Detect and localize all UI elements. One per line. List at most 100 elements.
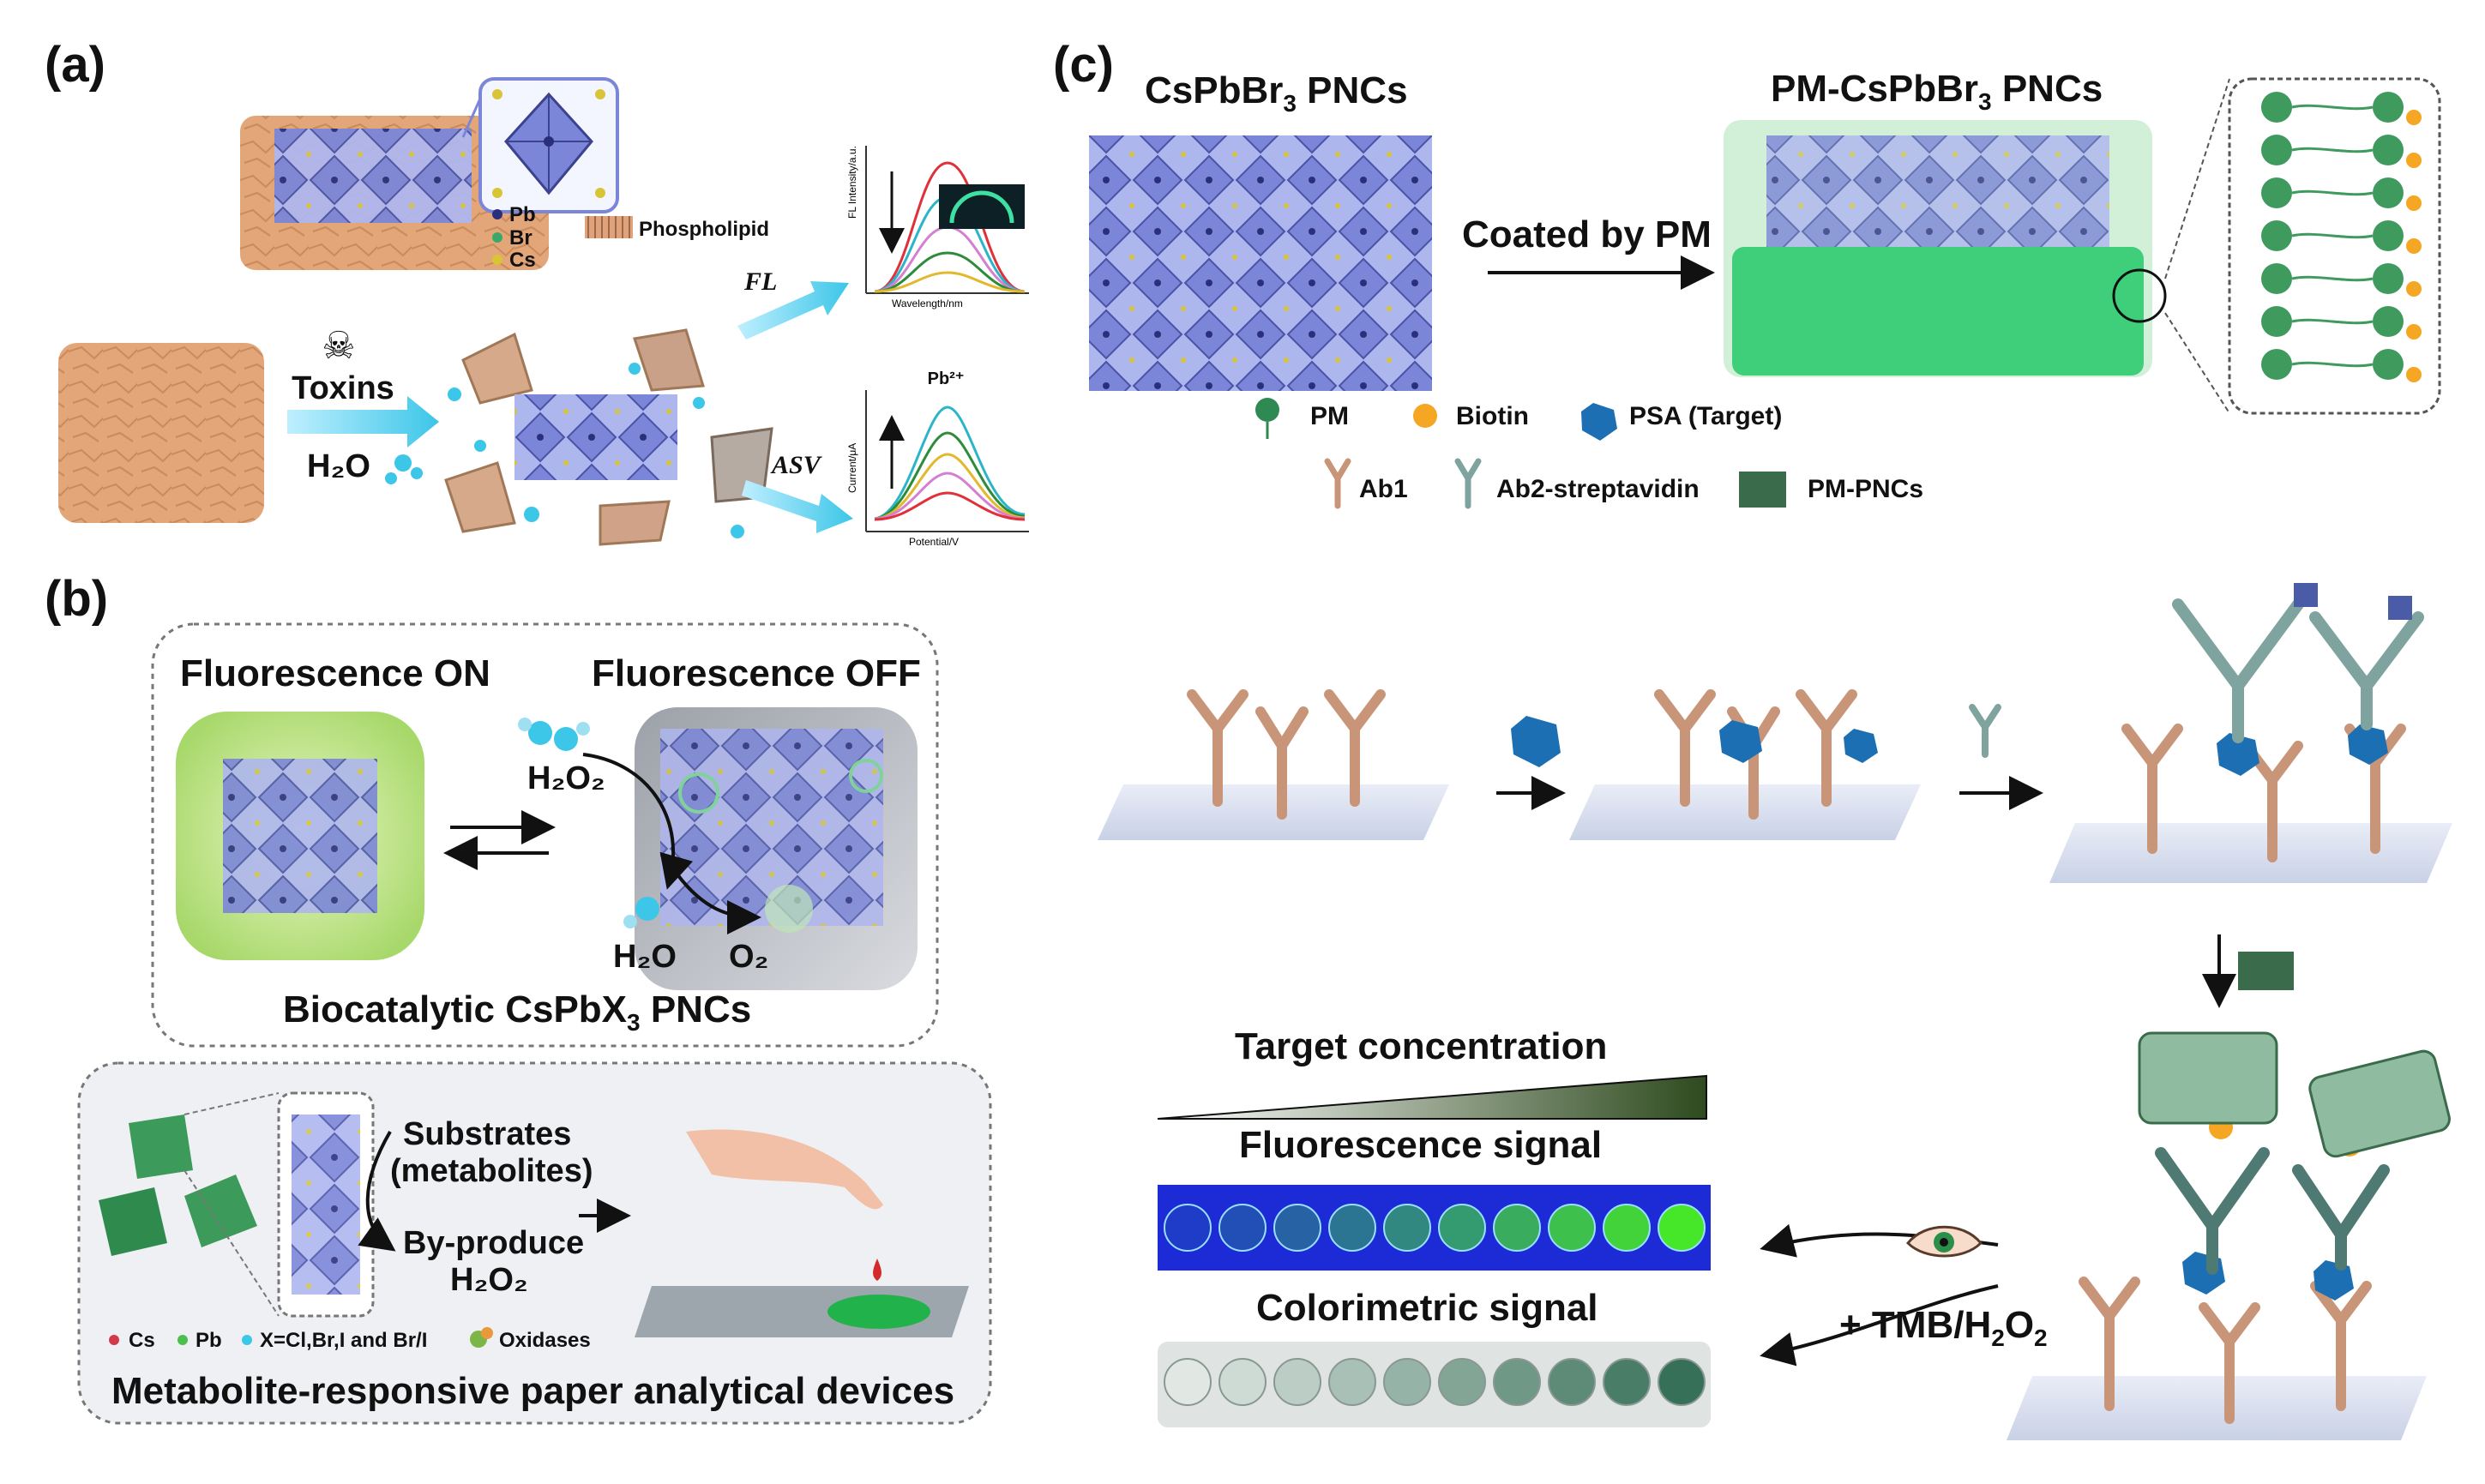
colorimetric-well — [1383, 1358, 1431, 1406]
pb-ion-label: Pb²⁺ — [928, 369, 965, 388]
fl-xlabel: Wavelength/nm — [892, 297, 963, 309]
fluorescence-wells — [1164, 1204, 1706, 1252]
fluorescence-well — [1603, 1204, 1651, 1252]
concentration-wedge — [1157, 1074, 1707, 1120]
lipid-head — [2373, 220, 2404, 251]
lipid-tail — [2291, 147, 2374, 153]
asv-plot: Pb²⁺ Current/μA Potential/V — [846, 369, 1029, 548]
lipid-head — [2261, 92, 2292, 123]
pm-pncs-icon — [1739, 472, 1786, 508]
lipid-head — [2261, 177, 2292, 208]
fluorescence-well — [1164, 1204, 1212, 1252]
h2o-molecule: H₂O — [613, 897, 677, 975]
legend-pm: PM — [1310, 402, 1349, 430]
legend-cs: Cs — [509, 249, 536, 272]
colorimetric-well — [1328, 1358, 1376, 1406]
lipid-tail — [2291, 104, 2374, 111]
assay-step-1 — [1098, 689, 1449, 840]
fluorescence-well — [1493, 1204, 1541, 1252]
lipid-head — [2373, 177, 2404, 208]
o2-label: O₂ — [729, 939, 768, 975]
skull-icon: ☠ — [322, 325, 355, 367]
ab2-icon — [1454, 458, 1482, 509]
asv-xlabel: Potential/V — [909, 536, 959, 548]
lipid-head — [2373, 135, 2404, 165]
fluorescence-well — [1438, 1204, 1486, 1252]
paper-device-caption: Metabolite-responsive paper analytical d… — [111, 1370, 954, 1412]
legend-pb-b: Pb — [196, 1329, 222, 1352]
fluorescence-well — [1328, 1204, 1376, 1252]
target-concentration-label: Target concentration — [1235, 1025, 1607, 1067]
water-label: H₂O — [307, 448, 370, 484]
fluorescent-nanocrystal — [176, 712, 424, 960]
equilibrium-arrows — [443, 810, 556, 870]
lipid-tail — [2291, 275, 2374, 282]
ab2-added-icon — [1969, 704, 2001, 758]
colorimetric-well — [1273, 1358, 1321, 1406]
coated-perovskite-block — [240, 116, 549, 270]
fluorescence-well — [1383, 1204, 1431, 1252]
h2o2-label: H₂O₂ — [527, 760, 605, 796]
fl-label: FL — [743, 267, 777, 296]
biocatalytic-caption: Biocatalytic CsPbX3 PNCs — [283, 988, 751, 1036]
legend-oxidases: Oxidases — [499, 1329, 591, 1352]
colorimetric-signal-label: Colorimetric signal — [1256, 1287, 1598, 1329]
h2o-label: H₂O — [613, 939, 677, 975]
colorimetric-wells — [1164, 1358, 1706, 1406]
lipid-head — [2261, 220, 2292, 251]
lipid-head — [2373, 263, 2404, 294]
byproduce-h2o2-label: H₂O₂ — [450, 1262, 528, 1298]
biocatalytic-box — [151, 622, 939, 1048]
legend-cs-b: Cs — [129, 1329, 155, 1352]
psa-icon — [1581, 403, 1617, 441]
lipid-head — [2373, 306, 2404, 337]
fluorescence-well — [1548, 1204, 1596, 1252]
fluorescence-off-label: Fluorescence OFF — [592, 652, 921, 694]
fluorescence-well — [1658, 1204, 1706, 1252]
panel-c: (c) CsPbBr3 PNCs Coated by PM PM-CsPbBr3… — [1053, 37, 2452, 1440]
panel-b-letter: (b) — [45, 571, 108, 627]
phospholipid-icon — [585, 216, 633, 238]
biotin-marker — [2406, 367, 2422, 382]
colorimetric-well — [1548, 1358, 1596, 1406]
cspbbr3-crystal — [1089, 135, 1432, 391]
cspbbr3-title: CsPbBr3 PNCs — [1145, 69, 1408, 117]
fluorescence-well — [1218, 1204, 1267, 1252]
toxins-label: Toxins — [292, 370, 394, 406]
lipid-head — [2373, 92, 2404, 123]
asv-ylabel: Current/μA — [846, 443, 858, 493]
pm-pncs-added-icon — [2238, 952, 2294, 990]
coated-by-label: Coated by PM — [1462, 213, 1712, 255]
lipid-head — [2261, 263, 2292, 294]
lipid-tail — [2291, 232, 2374, 239]
lipid-head — [2261, 306, 2292, 337]
biotin-icon — [1413, 404, 1437, 428]
colorimetric-well — [1658, 1358, 1706, 1406]
panel-a-letter: (a) — [45, 37, 105, 93]
oxidase-icon — [470, 1327, 493, 1348]
fl-ylabel: FL Intensity/a.u. — [846, 146, 858, 219]
unit-cell-zoom — [461, 77, 619, 213]
pm-coated-crystal — [1724, 120, 2167, 377]
pm-icon — [1255, 398, 1279, 439]
water-molecule-icon — [385, 454, 423, 484]
biotin-marker — [2406, 281, 2422, 297]
to-o2-arrow — [676, 873, 761, 934]
biotin-marker — [2406, 238, 2422, 254]
legend-pb: Pb — [509, 203, 536, 226]
psa-added-icon — [1511, 716, 1561, 767]
biotin-marker — [2406, 195, 2422, 211]
lipid-head — [2261, 135, 2292, 165]
lipid-tail — [2291, 189, 2374, 196]
lipid-head — [2373, 349, 2404, 380]
assay-step-2 — [1569, 689, 1921, 840]
legend-phospholipid: Phospholipid — [639, 218, 769, 241]
colorimetric-well — [1438, 1358, 1486, 1406]
legend-ab1: Ab1 — [1359, 475, 1408, 503]
tmb-label: + TMB/H2O2 — [1839, 1304, 2048, 1351]
pm-cspbbr3-title: PM-CsPbBr3 PNCs — [1771, 68, 2103, 115]
legend-psa: PSA (Target) — [1629, 402, 1782, 430]
panel-b-legend: Cs Pb X=Cl,Br,I and Br/I Oxidases — [109, 1327, 591, 1352]
fluorescence-well — [1273, 1204, 1321, 1252]
